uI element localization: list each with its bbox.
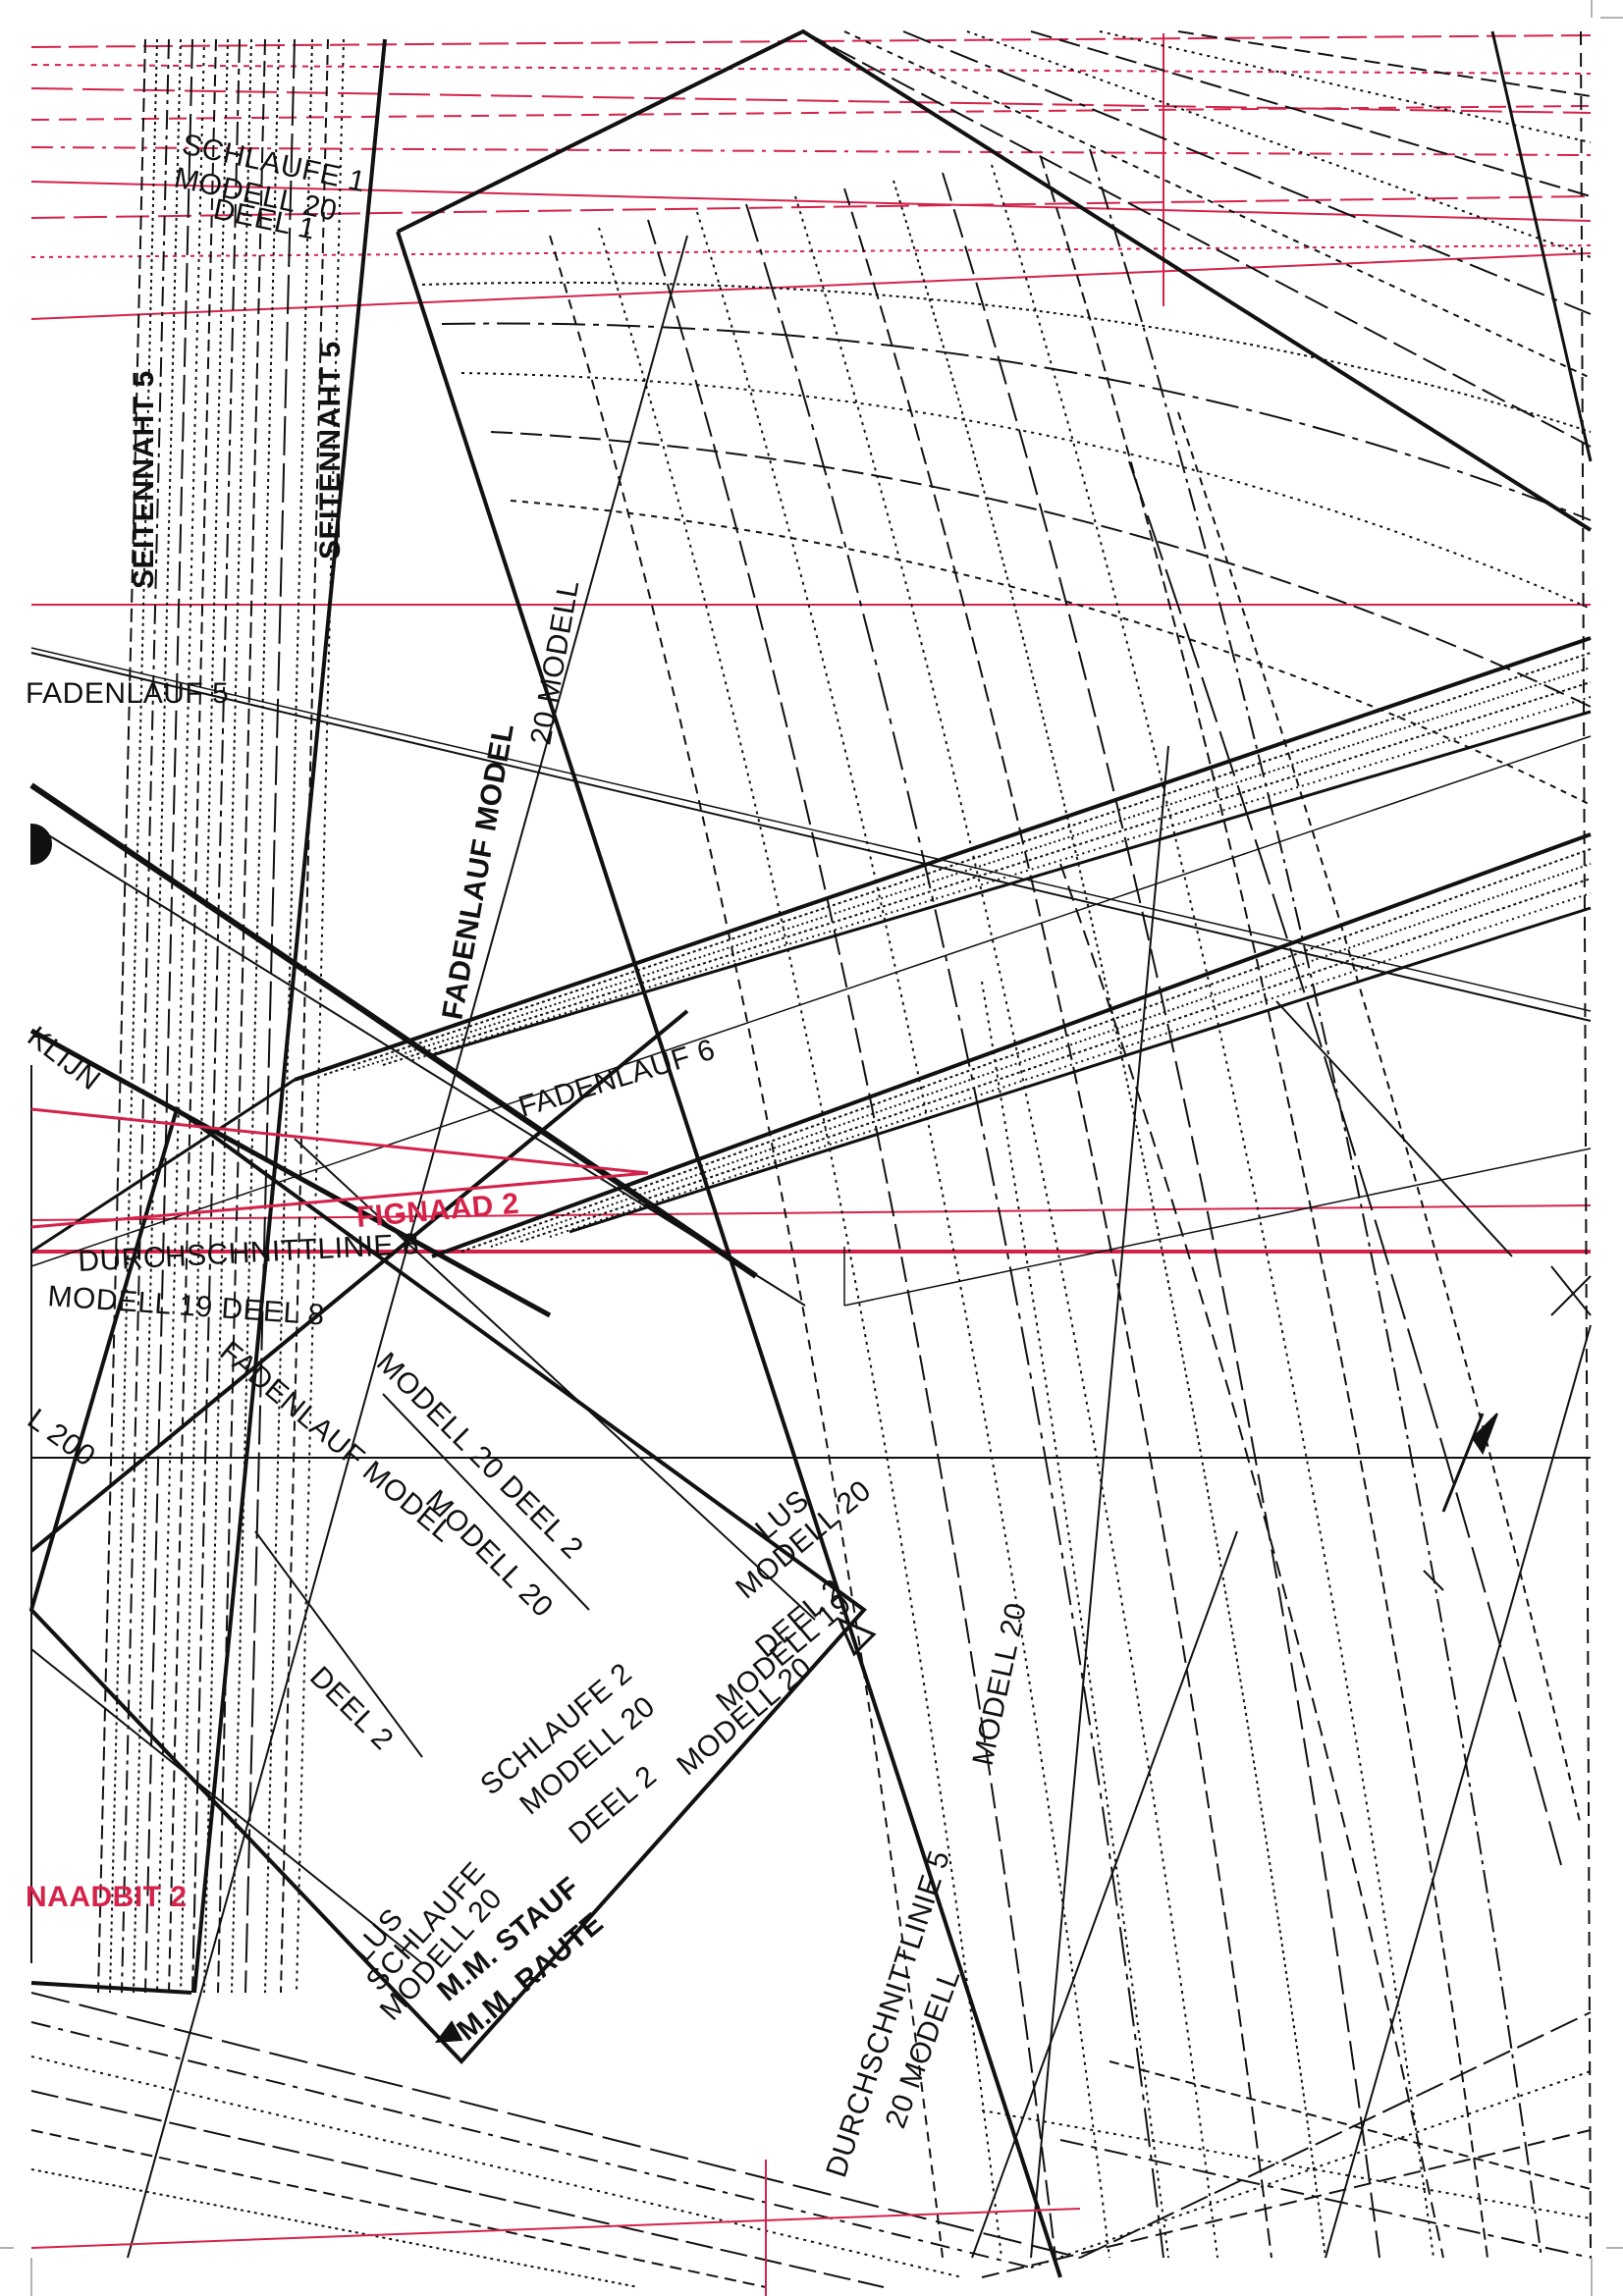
label-seitennaht-right: SEITENNAHT 5: [314, 341, 347, 560]
long-diagonals: [29, 235, 1592, 2259]
label-fadenlauf-5: FADENLAUF 5: [26, 677, 229, 710]
pocket-piece: [28, 1105, 877, 2064]
red-lower-lines: [30, 1107, 1081, 2296]
side-seam-strip: [97, 38, 387, 1994]
left-edge-lines: [30, 652, 1592, 2288]
label-seitennaht-left: SEITENNAHT 5: [128, 370, 160, 589]
lower-right-hatch: [981, 1265, 1592, 2278]
curve-fan: [421, 148, 1592, 2259]
label-naadbit: NAADBIT 2: [26, 1881, 188, 1913]
